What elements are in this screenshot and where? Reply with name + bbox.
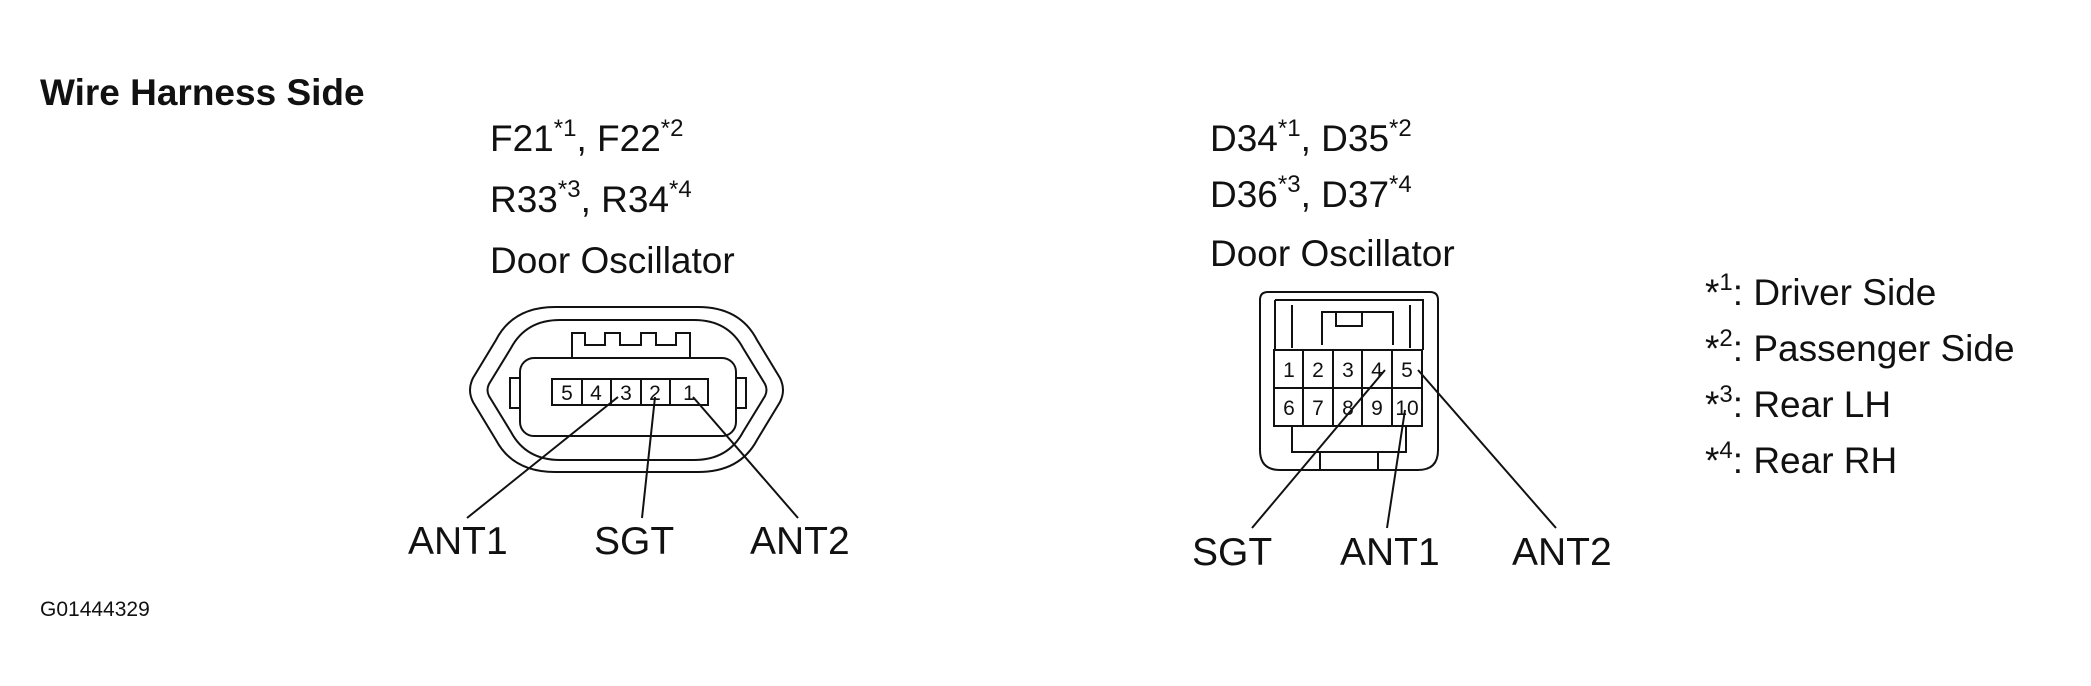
left-connector-codes-line1: F21*1, F22*2 xyxy=(490,117,683,159)
separator: , xyxy=(580,179,602,220)
figure-id: G01444329 xyxy=(40,598,150,621)
right-connector-codes-line2: D36*3, D37*4 xyxy=(1210,173,1412,215)
right-connector-codes-line1: D34*1, D35*2 xyxy=(1210,117,1412,159)
pin-number: 2 xyxy=(649,382,661,405)
diagram-heading: Wire Harness Side xyxy=(40,72,365,113)
pin-number: 5 xyxy=(561,382,573,405)
code: F21 xyxy=(490,118,554,159)
legend-item: *2: Passenger Side xyxy=(1705,325,2015,369)
separator: , xyxy=(576,118,598,159)
pin-number: 5 xyxy=(1401,359,1413,382)
footnote-mark: *2 xyxy=(660,115,684,142)
left-connector-codes-line2: R33*3, R34*4 xyxy=(490,178,692,220)
left-connector xyxy=(466,306,799,519)
terminal-label-ant2-right: ANT2 xyxy=(1512,531,1612,574)
pin-number: 1 xyxy=(683,382,695,405)
terminal-label-ant1-right: ANT1 xyxy=(1340,531,1440,574)
footnote-mark: *3 xyxy=(1277,171,1301,198)
code: D36 xyxy=(1210,174,1278,215)
terminal-label-ant1-left: ANT1 xyxy=(408,520,508,563)
legend-item: *1: Driver Side xyxy=(1705,269,1937,313)
terminal-label-sgt-right: SGT xyxy=(1192,531,1273,574)
pin-number: 10 xyxy=(1395,397,1418,420)
pin-number: 8 xyxy=(1342,397,1354,420)
code: R33 xyxy=(490,179,558,220)
footnote-mark: *1 xyxy=(553,115,577,142)
code: D37 xyxy=(1321,174,1390,215)
left-connector-name: Door Oscillator xyxy=(490,240,735,281)
pin-number: 4 xyxy=(590,382,602,405)
code: D34 xyxy=(1210,118,1278,159)
right-connector xyxy=(1251,291,1557,529)
separator: , xyxy=(1300,118,1322,159)
legend-item: *4: Rear RH xyxy=(1705,437,1898,481)
footnote-mark: *3 xyxy=(557,176,581,203)
footnote-mark: *2 xyxy=(1389,115,1412,142)
code: D35 xyxy=(1321,118,1390,159)
pin-number: 9 xyxy=(1371,397,1383,420)
legend-item: *3: Rear LH xyxy=(1705,381,1892,425)
right-connector-name: Door Oscillator xyxy=(1210,233,1455,274)
pin-number: 1 xyxy=(1283,359,1295,382)
code: F22 xyxy=(597,118,661,159)
pin-number: 7 xyxy=(1312,397,1324,420)
terminal-label-ant2-left: ANT2 xyxy=(750,520,850,563)
pin-number: 4 xyxy=(1371,359,1383,382)
footnote-mark: *4 xyxy=(669,176,692,203)
pin-number: 3 xyxy=(620,382,632,405)
pin-number: 3 xyxy=(1342,359,1354,382)
terminal-label-sgt-left: SGT xyxy=(594,520,675,563)
footnote-mark: *1 xyxy=(1277,115,1301,142)
pin-number: 6 xyxy=(1283,397,1295,420)
footnote-mark: *4 xyxy=(1389,171,1412,198)
pin-number: 2 xyxy=(1312,359,1324,382)
separator: , xyxy=(1300,174,1322,215)
code: R34 xyxy=(601,179,670,220)
